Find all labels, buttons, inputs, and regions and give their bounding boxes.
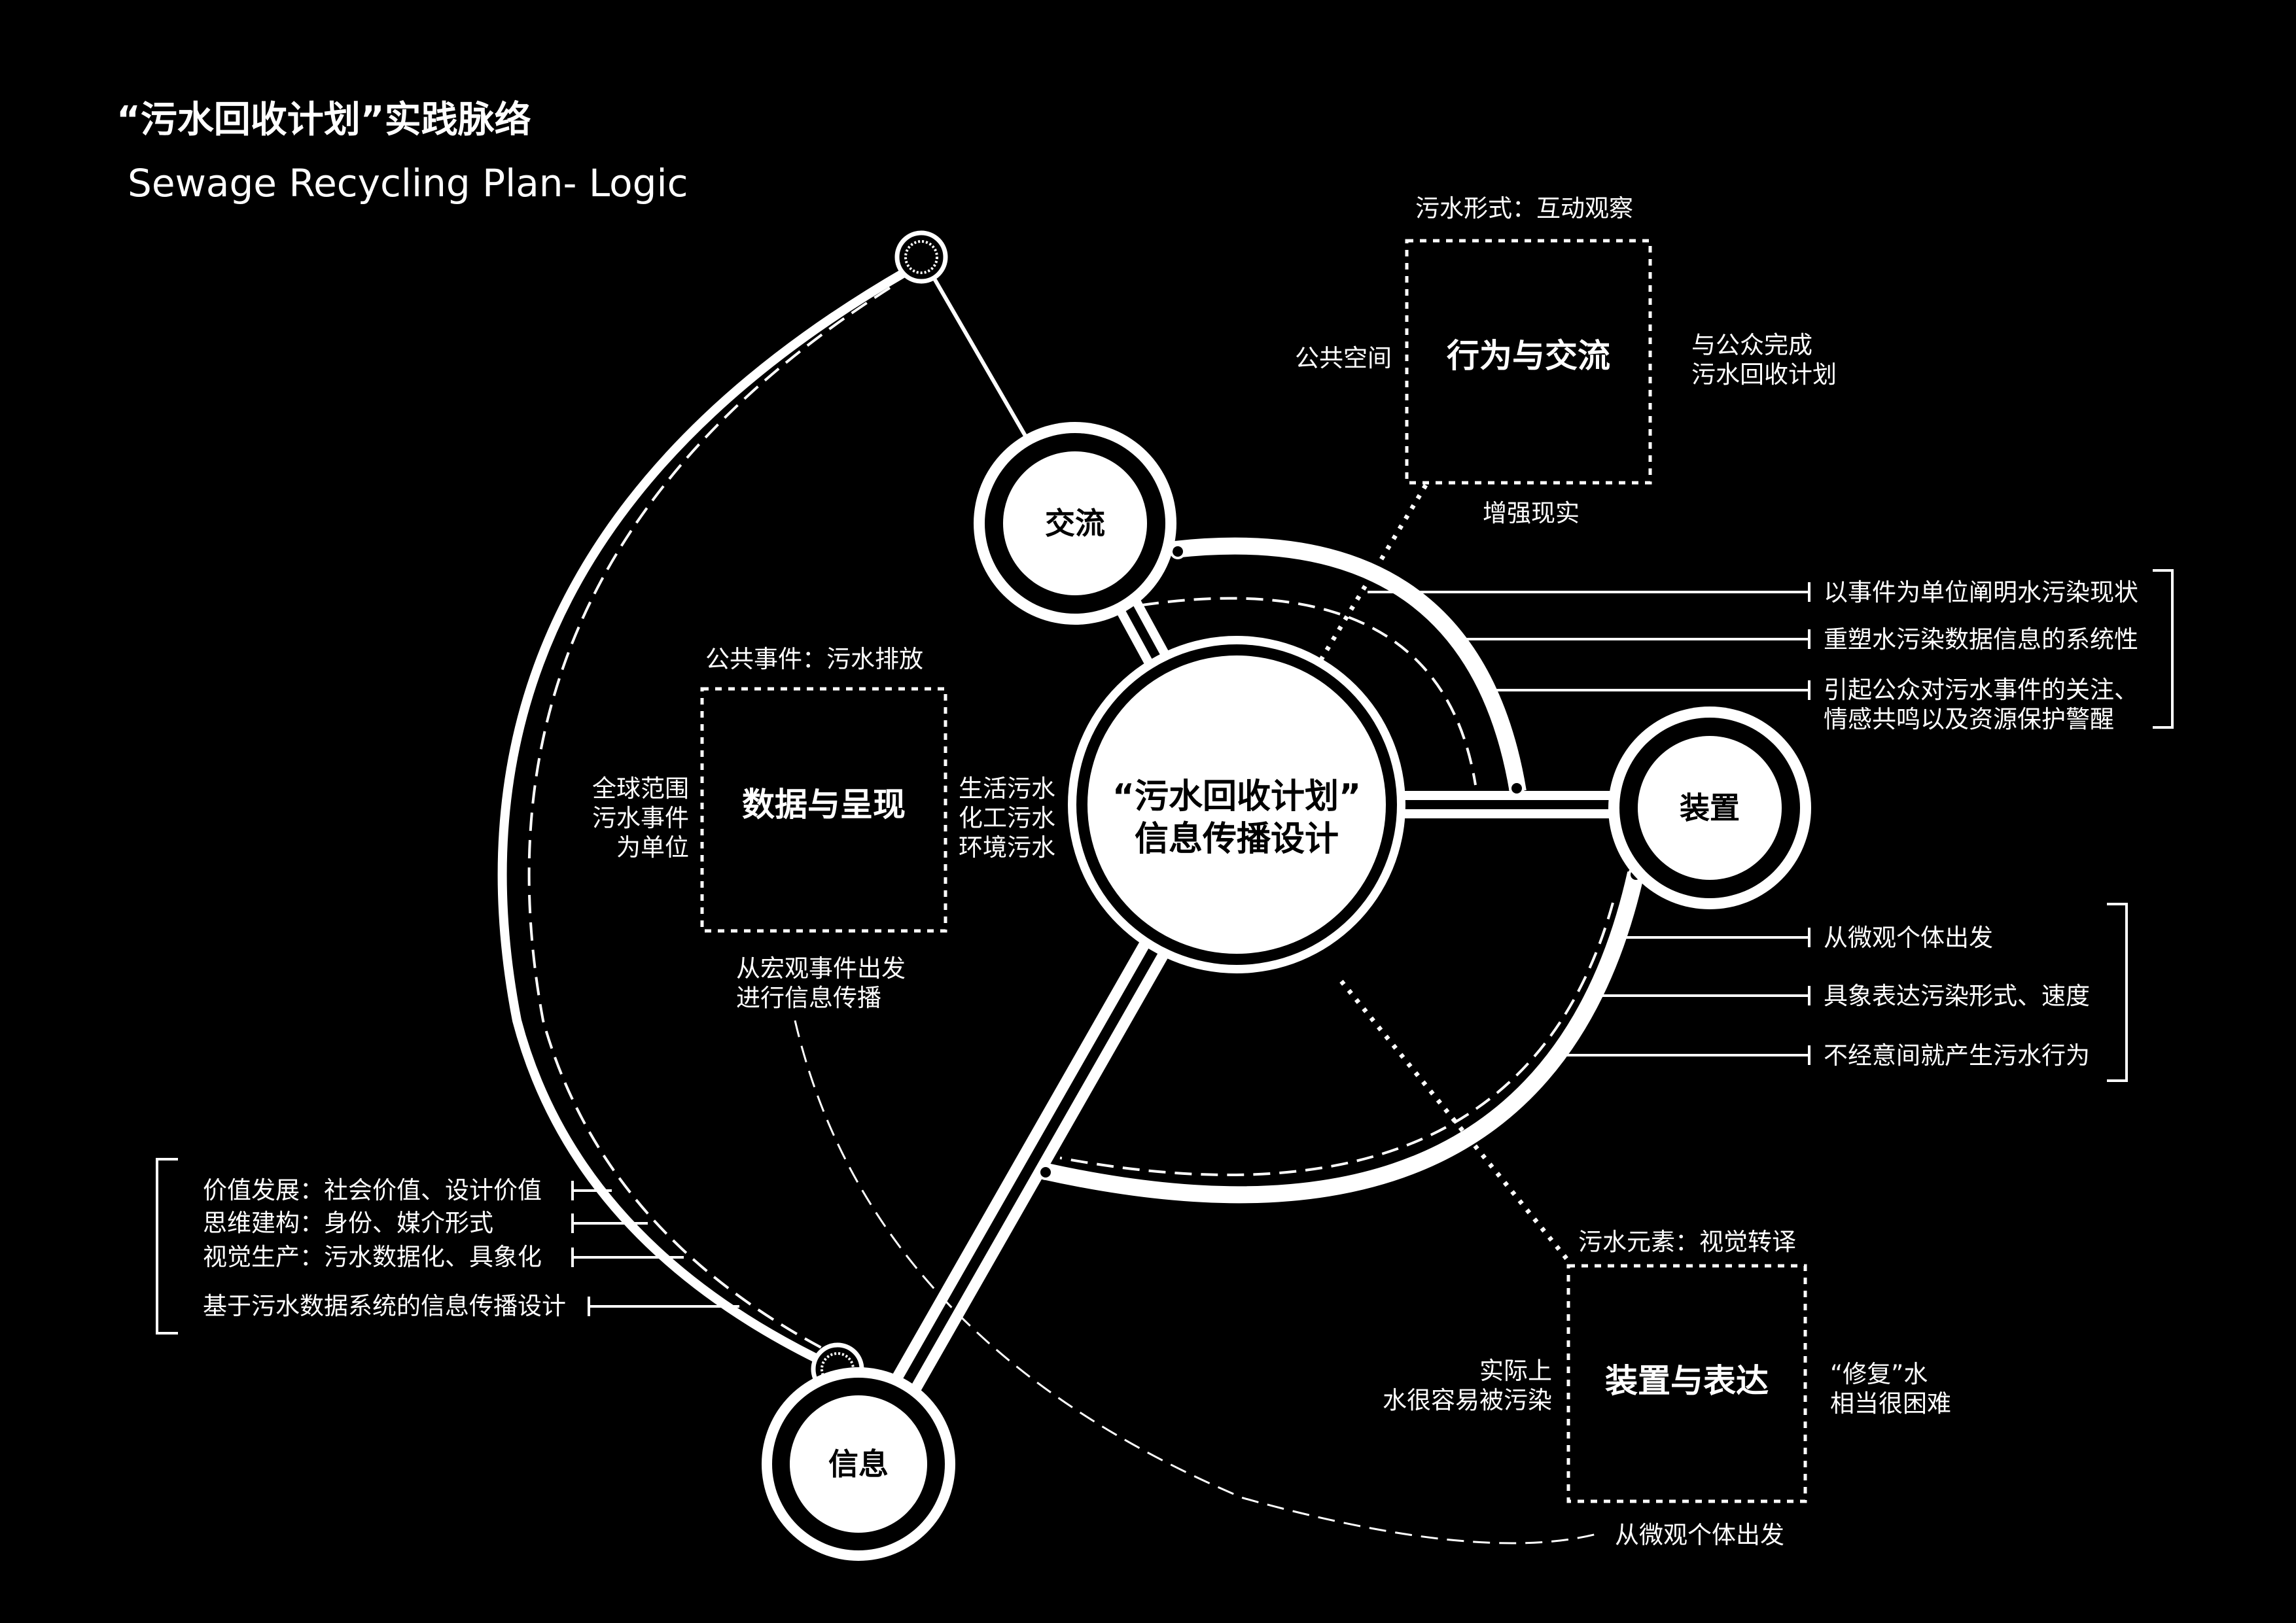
data-box — [700, 687, 947, 933]
device-box-bottom: 从微观个体出发 — [1615, 1521, 1784, 1549]
data-box-left-2: 污水事件 — [592, 804, 689, 832]
exchange-point-3: 引起公众对污水事件的关注、 — [1824, 676, 2138, 704]
device-point-2: 具象表达污染形式、速度 — [1824, 982, 2090, 1010]
behavior-box-right-2: 污水回收计划 — [1691, 360, 1837, 389]
center-line2: 信息传播设计 — [1135, 820, 1339, 859]
behavior-box — [1405, 239, 1652, 485]
data-box-right-2: 化工污水 — [959, 804, 1055, 832]
device-box-right-2: 相当很困难 — [1830, 1389, 1951, 1418]
data-box-left-3: 为单位 — [616, 833, 689, 862]
data-box-left-1: 全球范围 — [592, 775, 689, 803]
top-connector — [921, 257, 1033, 446]
page-title-en: Sewage Recycling Plan- Logic — [128, 161, 688, 205]
info-point-3: 视觉生产：污水数据化、具象化 — [203, 1243, 542, 1271]
exchange-point-2: 重塑水污染数据信息的系统性 — [1824, 625, 2138, 654]
device-node-inner — [1638, 736, 1782, 880]
data-box-bottom-2: 进行信息传播 — [736, 984, 881, 1012]
dotted-to-behavior — [1306, 483, 1429, 682]
upper-arc — [1173, 537, 1527, 794]
lower-arc-dashed — [1059, 902, 1614, 1176]
device-point-3: 不经意间就产生污水行为 — [1824, 1041, 2090, 1070]
top-wheel — [894, 230, 948, 284]
info-node-inner — [790, 1395, 927, 1533]
outer-arc — [497, 267, 909, 1369]
top-wheel-inner — [904, 240, 938, 274]
data-box-right-3: 环境污水 — [959, 833, 1055, 862]
dotted-to-device-box — [1339, 979, 1569, 1261]
info-node-label: 信息 — [828, 1446, 889, 1482]
exchange-point-4: 情感共鸣以及资源保护警醒 — [1824, 705, 2114, 733]
exchange-bracket — [2153, 569, 2174, 729]
behavior-box-bottom: 增强现实 — [1483, 499, 1580, 527]
info-point-2: 思维建构：身份、媒介形式 — [203, 1209, 493, 1237]
data-box-title: 数据与呈现 — [742, 786, 906, 824]
device-box-left-1: 实际上 — [1479, 1357, 1552, 1385]
device-point-1: 从微观个体出发 — [1824, 924, 1993, 952]
lower-arc — [1042, 871, 1644, 1204]
exchange-node-label: 交流 — [1045, 506, 1105, 541]
upper-arc-end-dot — [1509, 780, 1525, 796]
device-box-left-2: 水很容易被污染 — [1383, 1386, 1552, 1414]
outer-arc-dashed — [527, 287, 891, 1349]
data-box-right-1: 生活污水 — [959, 775, 1055, 803]
device-node-label: 装置 — [1680, 790, 1740, 826]
exchange-node-inner — [1003, 451, 1147, 595]
device-box-top: 污水元素：视觉转译 — [1578, 1228, 1796, 1256]
page-title-zh: “污水回收计划”实践脉络 — [116, 99, 531, 141]
center-line1: “污水回收计划” — [1112, 777, 1361, 816]
info-point-1: 价值发展：社会价值、设计价值 — [203, 1176, 542, 1204]
behavior-box-title: 行为与交流 — [1447, 337, 1610, 375]
long-dashed-curve — [794, 1020, 1597, 1544]
device-bracket — [2107, 903, 2128, 1082]
center-circle-inner — [1087, 655, 1386, 954]
upper-arc-dashed — [1141, 597, 1477, 786]
data-box-bottom-1: 从宏观事件出发 — [736, 954, 906, 983]
info-bracket — [156, 1158, 178, 1335]
device-box-right-1: “修复”水 — [1830, 1360, 1928, 1388]
behavior-box-top: 污水形式：互动观察 — [1415, 194, 1633, 222]
exchange-point-1: 以事件为单位阐明水污染现状 — [1824, 578, 2138, 606]
lower-arc-end-dot — [1038, 1164, 1053, 1180]
behavior-box-right-1: 与公众完成 — [1691, 331, 1812, 359]
device-box-title: 装置与表达 — [1605, 1362, 1769, 1400]
data-box-top: 公共事件：污水排放 — [705, 645, 923, 673]
info-point-4: 基于污水数据系统的信息传播设计 — [203, 1292, 566, 1320]
behavior-box-left: 公共空间 — [1295, 344, 1392, 372]
device-box — [1566, 1264, 1807, 1503]
